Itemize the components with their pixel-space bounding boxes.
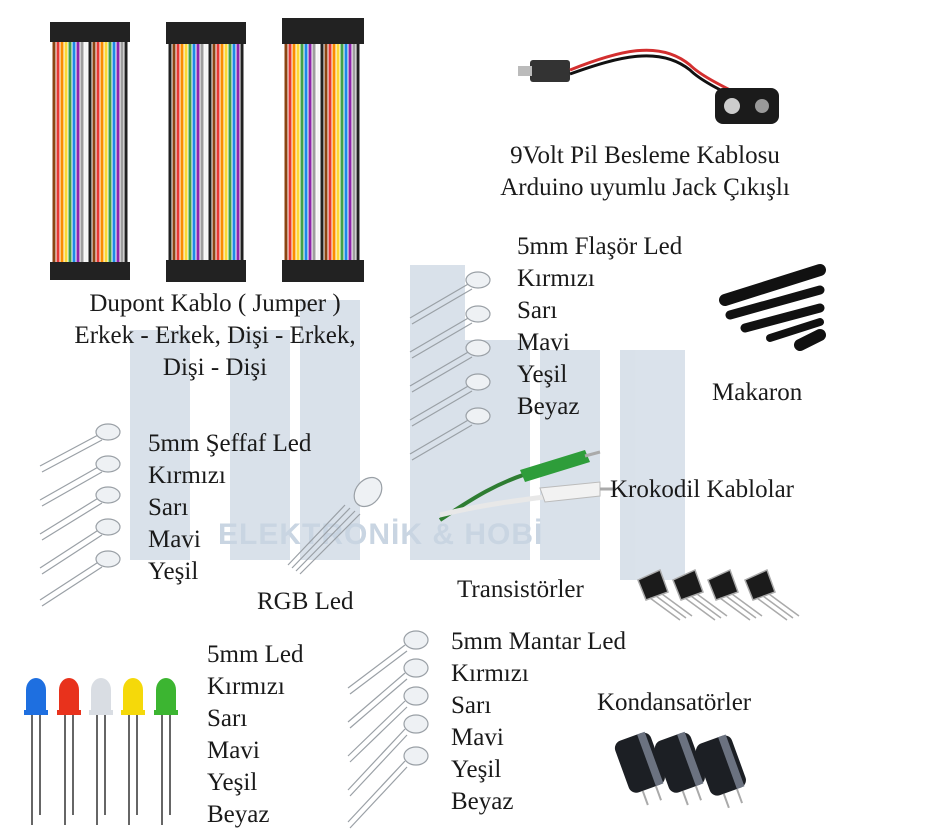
dupont-cable-label: Dupont Kablo ( Jumper ) Erkek - Erkek, D… [74, 290, 356, 381]
transistors [637, 568, 800, 621]
watermark-text: ELEKTRONİK & HOBİ [218, 518, 544, 551]
dupont-cable-bundle-3 [282, 18, 364, 282]
dupont-cable-bundle-1 [50, 22, 130, 280]
crocodile-clips [438, 450, 616, 522]
capacitor-label: Kondansatörler [597, 689, 752, 716]
mushroom-led-label: 5mm Mantar Led Kırmızı Sarı Mavi Yeşil B… [451, 628, 626, 815]
rgb-led [287, 476, 383, 575]
flasher-leds [409, 271, 491, 461]
battery-clip [518, 48, 779, 124]
crocodile-clip-label: Krokodil Kablolar [610, 476, 794, 503]
flasher-led-label: 5mm Flaşör Led Kırmızı Sarı Mavi Yeşil B… [517, 233, 683, 420]
colored-led [89, 678, 113, 825]
colored-led [24, 678, 48, 825]
colored-leds [24, 678, 178, 825]
colored-led [121, 678, 145, 825]
colored-led [57, 678, 81, 825]
battery-clip-label: 9Volt Pil Besleme Kablosu Arduino uyumlu… [500, 142, 790, 201]
heat-shrink-tubes [719, 264, 826, 351]
dupont-cable-bundle-2 [166, 22, 246, 282]
colored-led [154, 678, 178, 825]
heat-shrink-label: Makaron [712, 379, 803, 406]
transparent-leds [39, 423, 121, 607]
colored-led-label: 5mm Led Kırmızı Sarı Mavi Yeşil Beyaz [207, 641, 304, 828]
rgb-led-label: RGB Led [257, 588, 354, 615]
capacitors [614, 731, 746, 809]
mushroom-leds [347, 630, 429, 829]
transistor-label: Transistörler [457, 576, 584, 603]
transparent-led-label: 5mm Şeffaf Led Kırmızı Sarı Mavi Yeşil [148, 430, 312, 585]
